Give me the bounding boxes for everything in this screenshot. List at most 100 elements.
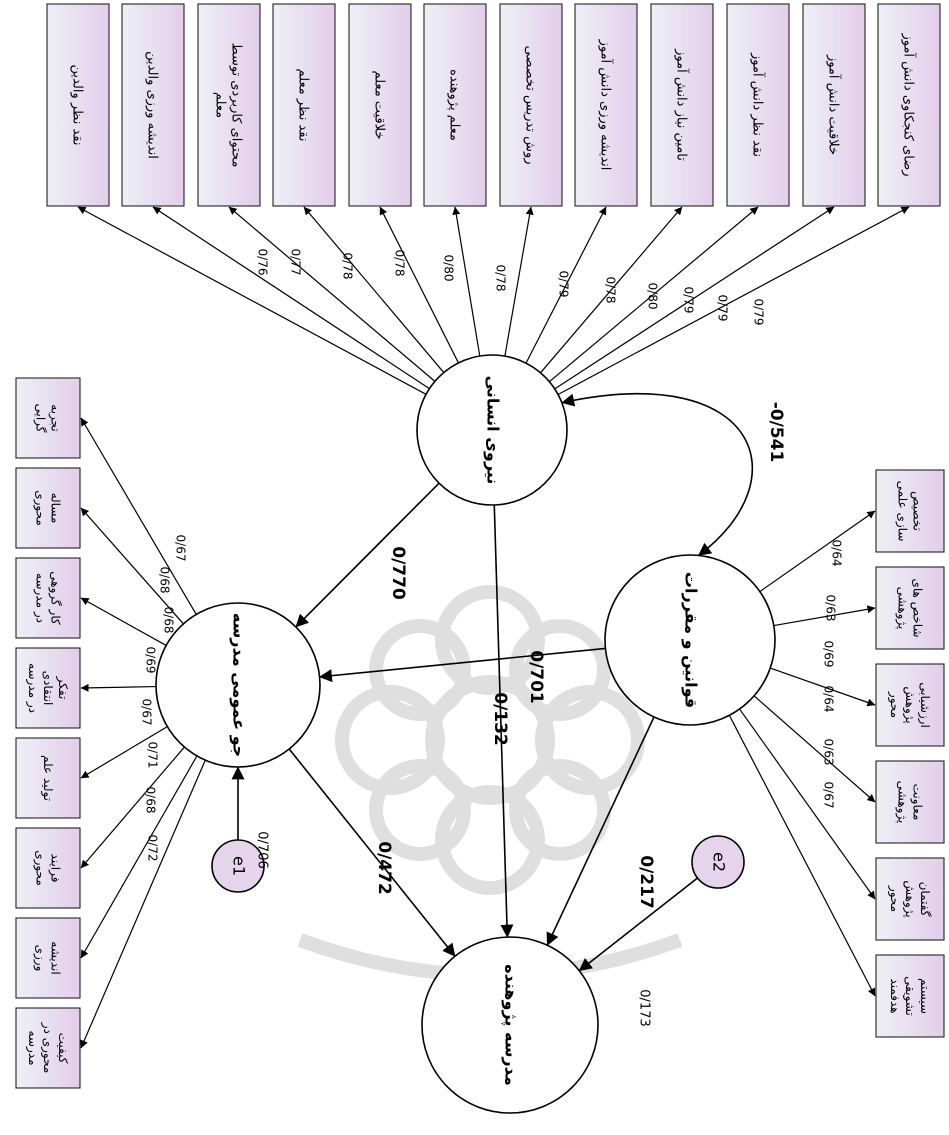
left-indicator-box: کیفیتمحوری درمدرسه bbox=[15, 1007, 81, 1089]
loading-label-top: 0/78 bbox=[494, 265, 508, 292]
top-indicator-box: اندیشه ورزی دانش آموز bbox=[574, 3, 638, 207]
loading-label-top: 0/80 bbox=[442, 255, 456, 282]
latent-label-ghavanin: قوانین و مقررات bbox=[682, 572, 701, 708]
top-indicator-box: رضای کنجکاوی دانش آموز bbox=[877, 3, 941, 207]
top-indicator-box: خلاقیت معلم bbox=[348, 3, 412, 207]
error-circle-e2 bbox=[691, 835, 745, 889]
path-arrow-e2-to-madraseh bbox=[578, 877, 699, 972]
indicator-label: کار گروهیدر مدرسه bbox=[32, 571, 62, 625]
loading-label-right: 0/64 bbox=[822, 686, 836, 713]
error-label-e2: e2 bbox=[710, 852, 729, 872]
top-indicator-box: روش تدریس تخصصی bbox=[499, 3, 563, 207]
loading-label-right: 0/64 bbox=[830, 540, 844, 567]
loading-arrow-top bbox=[525, 206, 607, 364]
indicator-label: نقد نظر دانش آموز bbox=[749, 52, 766, 157]
loading-label-right: 0/69 bbox=[822, 641, 836, 668]
loading-label-top: 0/77 bbox=[289, 249, 303, 276]
path-arrow-ghavanin-to-jav bbox=[318, 647, 606, 683]
top-indicator-box: خلاقیت دانش آموز bbox=[802, 3, 866, 207]
indicator-label: تخصیصسازی علمی bbox=[894, 481, 924, 542]
loading-arrow-right bbox=[739, 708, 876, 900]
path-arrow-nirou-to-jav bbox=[295, 482, 440, 628]
loading-arrow-left bbox=[80, 759, 206, 1049]
loading-label-left: 0/68 bbox=[144, 787, 158, 814]
loading-label-left: 0/71 bbox=[146, 742, 160, 769]
right-indicator-box: سیستمتشویقیهدفمند bbox=[875, 954, 945, 1038]
loading-arrow-left bbox=[80, 755, 198, 959]
indicator-label: تجربهگرایی bbox=[32, 403, 62, 432]
left-indicator-box: اندیشهورزی bbox=[15, 917, 81, 999]
coef-nirou-to-jav: 0/770 bbox=[388, 546, 408, 600]
loading-arrow-top bbox=[554, 206, 835, 390]
latent-labels: نیروی انسانی قوانین و مقررات جو عمومی مد… bbox=[230, 376, 729, 1086]
loading-arrow-top bbox=[152, 206, 430, 390]
right-indicator-box: ارزشیابیپژوهشمحور bbox=[875, 663, 945, 747]
latent-circle-nirouyeh-ensani bbox=[416, 354, 568, 506]
left-indicator-box: تفکرانتقادیدر مدرسه bbox=[15, 647, 81, 729]
latent-label-madraseh-pajouhandeh: مدرسه پژوهنده bbox=[501, 964, 521, 1086]
loading-label-top: 0/78 bbox=[393, 250, 407, 277]
coef-ghavanin-to-jav: 0/132 bbox=[490, 692, 510, 746]
left-indicator-box: فرایندمحوری bbox=[15, 827, 81, 909]
indicator-label: نقد نظر معلم bbox=[295, 69, 310, 142]
indicator-label: اندیشه ورزی دانش آموز bbox=[597, 39, 614, 171]
indicator-label: فرایندمحوری bbox=[32, 850, 62, 886]
indicator-label: روش تدریس تخصصی bbox=[522, 46, 537, 165]
top-indicator-box: محتوای کاربردی توسطمعلم bbox=[197, 3, 261, 207]
coef-e2-to-madraseh: 0/173 bbox=[637, 989, 652, 1026]
coef-e1-to-jav: 0/706 bbox=[255, 831, 270, 868]
loading-arrow-left bbox=[80, 417, 197, 615]
loading-label-left: 0/67 bbox=[174, 535, 188, 562]
latent-circle-jav-omoomi bbox=[155, 602, 321, 768]
latent-label-nirouyeh-ensani: نیروی انسانی bbox=[484, 376, 503, 485]
loading-arrow-left bbox=[80, 507, 184, 625]
left-indicator-box: مسالهمحوری bbox=[15, 467, 81, 549]
indicator-label: ارزشیابیپژوهشمحور bbox=[887, 682, 932, 728]
coef-jav-to-madraseh: 0/472 bbox=[374, 841, 394, 895]
loading-label-right: 0/67 bbox=[822, 782, 836, 809]
loading-arrow-top bbox=[452, 206, 481, 357]
path-arrow-nirou-to-madraseh bbox=[493, 504, 514, 938]
loading-arrow-top bbox=[504, 206, 534, 357]
loading-label-right: 0/63 bbox=[822, 739, 836, 766]
indicator-label: تولید علم bbox=[40, 755, 55, 801]
indicator-label: معلم پژوهنده bbox=[446, 69, 461, 141]
path-arrows bbox=[77, 206, 910, 1049]
top-indicator-box: اندیشه ورزی والدین bbox=[121, 3, 185, 207]
loading-label-top: 0/79 bbox=[682, 287, 696, 314]
indicator-label: رضای کنجکاوی دانش آموز bbox=[900, 32, 917, 176]
loading-arrow-top bbox=[228, 206, 436, 382]
latent-label-jav-omoomi: جو عمومی مدرسه bbox=[230, 613, 249, 757]
loading-arrow-left bbox=[80, 683, 157, 692]
top-indicator-box: نقد نظر معلم bbox=[272, 3, 336, 207]
right-indicator-box: تخصیصسازی علمی bbox=[875, 469, 945, 553]
error-coefficients: 0/706 0/173 bbox=[255, 831, 652, 1026]
latent-circle-ghavanin bbox=[604, 554, 776, 726]
left-indicator-box: تجربهگرایی bbox=[15, 377, 81, 459]
loading-arrow-right bbox=[770, 667, 876, 707]
top-indicator-box: معلم پژوهنده bbox=[423, 3, 487, 207]
loading-arrow-top bbox=[379, 206, 459, 364]
indicator-label: کیفیتمحوری درمدرسه bbox=[25, 1022, 70, 1074]
loading-arrow-left bbox=[80, 746, 185, 869]
loading-label-top: 0/80 bbox=[646, 283, 660, 310]
indicator-label: محتوای کاربردی توسطمعلم bbox=[212, 43, 243, 168]
error-circle-e1 bbox=[211, 839, 265, 893]
loading-arrow-left bbox=[80, 597, 167, 646]
right-indicator-box: گفتمانپژوهشمحور bbox=[875, 857, 945, 941]
loading-label-left: 0/68 bbox=[162, 607, 176, 634]
indicator-label: سیستمتشویقیهدفمند bbox=[888, 976, 932, 1016]
top-indicator-box: تامین نیاز دانش آموز bbox=[650, 3, 714, 207]
indicator-label: اندیشه ورزی والدین bbox=[144, 51, 159, 159]
loading-label-top: 0/79 bbox=[557, 271, 571, 298]
structural-coefficients: -0/541 0/770 0/701 0/132 0/472 0/217 bbox=[374, 402, 786, 909]
top-indicator-box: نقد نظر والدین bbox=[46, 3, 110, 207]
loading-label-left: 0/72 bbox=[146, 835, 160, 862]
right-indicator-box: شاخص هایپژوهشی bbox=[875, 566, 945, 650]
error-label-e1: e1 bbox=[230, 856, 249, 876]
loading-label-left: 0/67 bbox=[140, 699, 154, 726]
right-indicator-box: معاونتپژوهشی bbox=[875, 760, 945, 844]
loading-arrow-top bbox=[540, 206, 683, 374]
indicator-label: خلاقیت دانش آموز bbox=[825, 54, 842, 155]
